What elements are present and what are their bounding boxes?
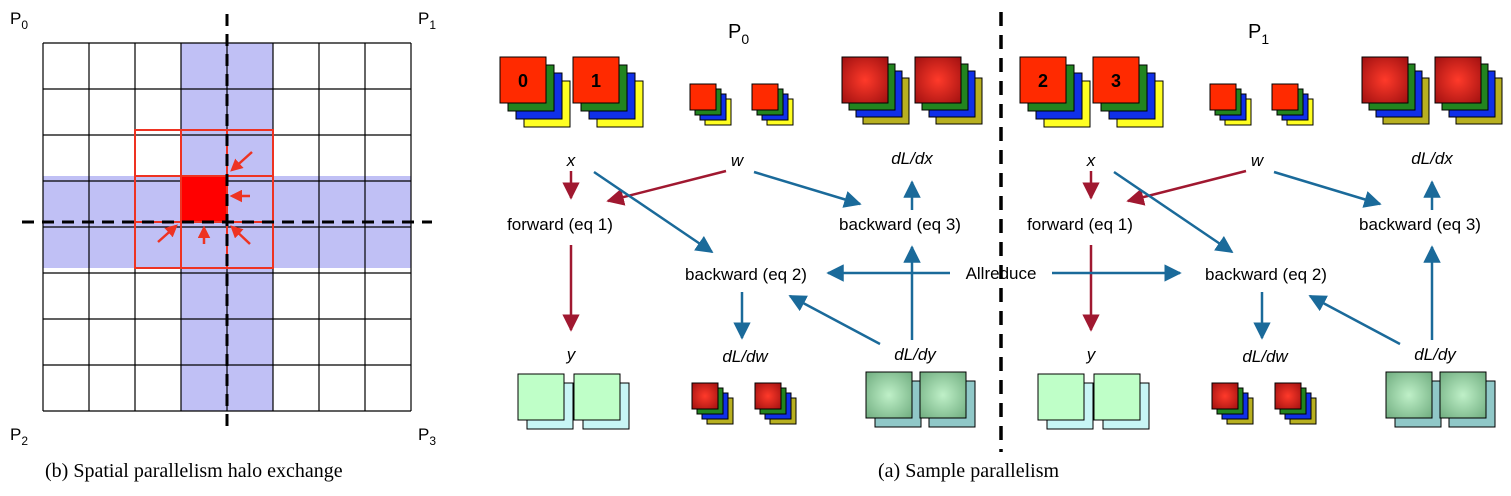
caption-left: (b) Spatial parallelism halo exchange [45, 460, 343, 482]
arrow-x-to-backward2 [1113, 170, 1234, 254]
arrow-w-to-backward3 [1273, 170, 1382, 208]
halo-arrow [157, 224, 178, 243]
arrow-w-to-forward [606, 169, 727, 206]
tensor-stack [691, 382, 734, 425]
tensor-layer [499, 56, 547, 104]
tensor-label-y: y [566, 345, 577, 364]
tensor-stack [1434, 56, 1503, 125]
tensor-layer [691, 382, 719, 410]
process-p0: P0 0 1 x w dL/dx forward (eq 1) backward (eq 3)… [499, 21, 983, 430]
corner-label-p1: P1 [418, 9, 436, 32]
halo-cell [134, 129, 182, 177]
sample-index: 0 [518, 71, 528, 91]
tensor-layer [1092, 56, 1140, 104]
process-title: P1 [1248, 21, 1269, 47]
tensor-stack [914, 56, 983, 125]
tensor-layer [572, 56, 620, 104]
tensor-layer [1274, 382, 1302, 410]
tensor-stack: 2 [1019, 56, 1091, 128]
tensor-stack [1361, 56, 1430, 125]
local-cell [180, 175, 228, 223]
tensor-stack [1093, 373, 1150, 430]
tensor-label-dldx: dL/dx [1411, 149, 1453, 168]
arrow-dldy-to-backward2 [788, 294, 881, 346]
halo-arrow [230, 225, 251, 245]
corner-label-p2: P2 [10, 425, 28, 448]
tensor-layer [1271, 83, 1299, 111]
tensor-stack [573, 373, 630, 430]
tensor-label-w: w [731, 151, 745, 170]
tensor-layer [1439, 371, 1487, 419]
halo-arrow [230, 151, 253, 172]
arrow-w-to-backward3 [753, 170, 862, 208]
tensor-stack [865, 371, 922, 428]
tensor-stack [919, 371, 976, 428]
op-forward: forward (eq 1) [1027, 215, 1133, 234]
tensor-label-w: w [1251, 151, 1265, 170]
tensor-label-y: y [1086, 345, 1097, 364]
tensor-layer [751, 83, 779, 111]
tensor-layer [1209, 83, 1237, 111]
tensor-layer [1093, 373, 1141, 421]
arrow-x-to-backward2 [593, 170, 714, 254]
tensor-label-x: x [566, 151, 576, 170]
tensor-layer [689, 83, 717, 111]
tensor-stack: 1 [572, 56, 644, 128]
tensor-layer [919, 371, 967, 419]
caption-right: (a) Sample parallelism [878, 460, 1060, 482]
tensor-stack [1439, 371, 1496, 428]
tensor-layer [1019, 56, 1067, 104]
tensor-layer [754, 382, 782, 410]
arrow-dldy-to-backward2 [1308, 294, 1401, 346]
tensor-stack [1037, 373, 1094, 430]
tensor-stack [841, 56, 910, 125]
tensor-stack [1271, 83, 1314, 126]
tensor-layer [517, 373, 565, 421]
tensor-stack [1211, 382, 1254, 425]
sample-index: 3 [1111, 71, 1121, 91]
tensor-layer [841, 56, 889, 104]
tensor-stack [517, 373, 574, 430]
tensor-stack [754, 382, 797, 425]
tensor-label-dldx: dL/dx [891, 149, 933, 168]
tensor-label-dldy: dL/dy [1414, 345, 1457, 364]
tensor-layer [1434, 56, 1482, 104]
op-backward-eq3: backward (eq 3) [1359, 215, 1481, 234]
tensor-stack [1274, 382, 1317, 425]
halo-exchange-grid: P0 P1 P2 P3 [10, 9, 436, 448]
corner-label-p3: P3 [418, 425, 436, 448]
tensor-stack [751, 83, 794, 126]
process-p1: P1 2 3 x w dL/dx forward (eq 1) backward (eq 3)… [1019, 21, 1503, 430]
tensor-layer [1037, 373, 1085, 421]
tensor-layer [1385, 371, 1433, 419]
halo-arrows [157, 151, 253, 245]
sample-index: 2 [1038, 71, 1048, 91]
tensor-layer [914, 56, 962, 104]
tensor-label-x: x [1086, 151, 1096, 170]
tensor-layer [573, 373, 621, 421]
tensor-stack [689, 83, 732, 126]
arrow-w-to-forward [1126, 169, 1247, 206]
process-title: P0 [728, 21, 749, 47]
corner-label-p0: P0 [10, 9, 28, 32]
tensor-layer [1361, 56, 1409, 104]
tensor-layer [865, 371, 913, 419]
op-backward-eq3: backward (eq 3) [839, 215, 961, 234]
allreduce-label: Allreduce [966, 264, 1037, 283]
tensor-stack [1209, 83, 1252, 126]
op-forward: forward (eq 1) [507, 215, 613, 234]
sample-index: 1 [591, 71, 601, 91]
tensor-stack: 3 [1092, 56, 1164, 128]
tensor-layer [1211, 382, 1239, 410]
tensor-stack: 0 [499, 56, 571, 128]
tensor-label-dldw: dL/dw [1242, 347, 1289, 366]
op-backward-eq2: backward (eq 2) [1205, 265, 1327, 284]
op-backward-eq2: backward (eq 2) [685, 265, 807, 284]
tensor-label-dldw: dL/dw [722, 347, 769, 366]
tensor-label-dldy: dL/dy [894, 345, 937, 364]
tensor-stack [1385, 371, 1442, 428]
